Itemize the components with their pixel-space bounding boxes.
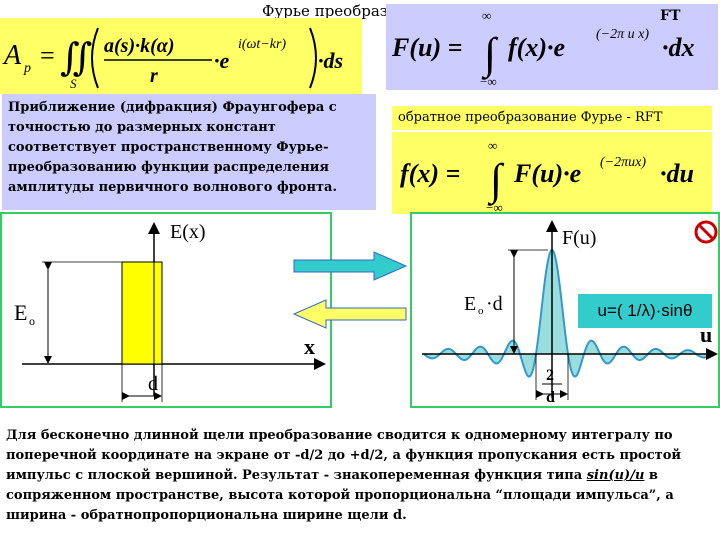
left-amp-sub: o [29,314,35,328]
rft-body: F(u)·e [513,159,581,188]
fraunhofer-description: Приближение (дифракция) Фраунгофера с то… [2,94,376,210]
rft-lhs: f(x) = [400,159,460,188]
right-amp-tail: ·d [486,293,503,315]
rect-pulse-plot: E(x) E o x d [0,212,332,408]
right-y-label: F(u) [562,227,596,249]
rft-tail: ·du [660,159,694,188]
fraunhofer-line: амплитуды первичного волнового фронта. [8,180,337,195]
ft-label: FT [660,8,681,24]
ft-lower-limit: −∞ [480,74,497,89]
right-amp-label: E [464,293,476,315]
formula-tail: ·ds [318,48,343,73]
bottom-description: Для бесконечно длинной щели преобразован… [6,426,714,526]
rft-lower-limit: −∞ [486,200,503,214]
formula-lhs: A [2,40,22,71]
inverse-fourier-formula: f(x) = ∞ ∫ −∞ F(u)·e (−2πux) ·du [392,132,712,215]
left-y-label: E(x) [170,221,206,243]
bottom-text-before: Для бесконечно длинной щели преобразован… [6,428,682,483]
zero-denom: d [546,389,555,406]
sinc-fill [424,250,708,377]
left-amp-label: E [14,300,27,325]
fraunhofer-line: точностью до размерных констант [8,120,276,135]
fraunhofer-integral-formula: A p = ∬ S a(s)·k(α) r ·e i(ωt−kr) ·ds [0,18,362,94]
formula-lhs-sub: p [23,61,31,76]
ft-integral-sign: ∫ [481,29,499,80]
inverse-arrow-icon [292,299,407,329]
rft-label: обратное преобразование Фурье - RFT [392,106,712,130]
bottom-text-after: в сопряженном пространстве, высота котор… [6,468,674,523]
integral-domain: S [70,76,77,91]
ft-body: f(x)·e [508,33,565,62]
exponent: i(ωt−kr) [238,37,286,52]
no-entry-icon[interactable] [694,220,718,244]
denominator: r [150,65,158,87]
left-x-label: x [304,334,315,359]
right-x-label: u [700,322,712,347]
zero-numer: 2 [546,367,554,384]
rft-integral-sign: ∫ [487,155,505,206]
numerator: a(s)·k(α) [104,35,175,57]
ft-upper-limit: ∞ [482,8,491,23]
double-integral-sign: ∬ [60,37,92,79]
sinc-function-name: sin(u)/u [586,468,645,483]
ft-tail: ·dx [662,33,695,62]
transform-arrows [292,251,408,329]
u-definition: u=( 1/λ)·sinθ [578,294,712,328]
pulse-rect [121,261,163,365]
fraunhofer-line: соответствует пространственному Фурье- [8,140,329,155]
ft-exponent: (−2π u x) [596,27,649,42]
fraunhofer-line: преобразованию функции распределения [8,160,329,175]
fraunhofer-line: Приближение (дифракция) Фраунгофера с [8,100,337,115]
rft-upper-limit: ∞ [488,138,497,153]
formula-equals: = [40,41,55,70]
forward-arrow-icon [293,251,408,281]
exp-base: ·e [214,48,230,73]
sinc-curve [423,248,709,378]
right-amp-sub: o [478,305,484,317]
left-width-label: d [148,373,158,395]
rft-exponent: (−2πux) [600,155,646,170]
ft-lhs: F(u) = [391,33,462,62]
fourier-transform-formula: F(u) = ∞ ∫ −∞ f(x)·e (−2π u x) ·dx [386,4,718,90]
